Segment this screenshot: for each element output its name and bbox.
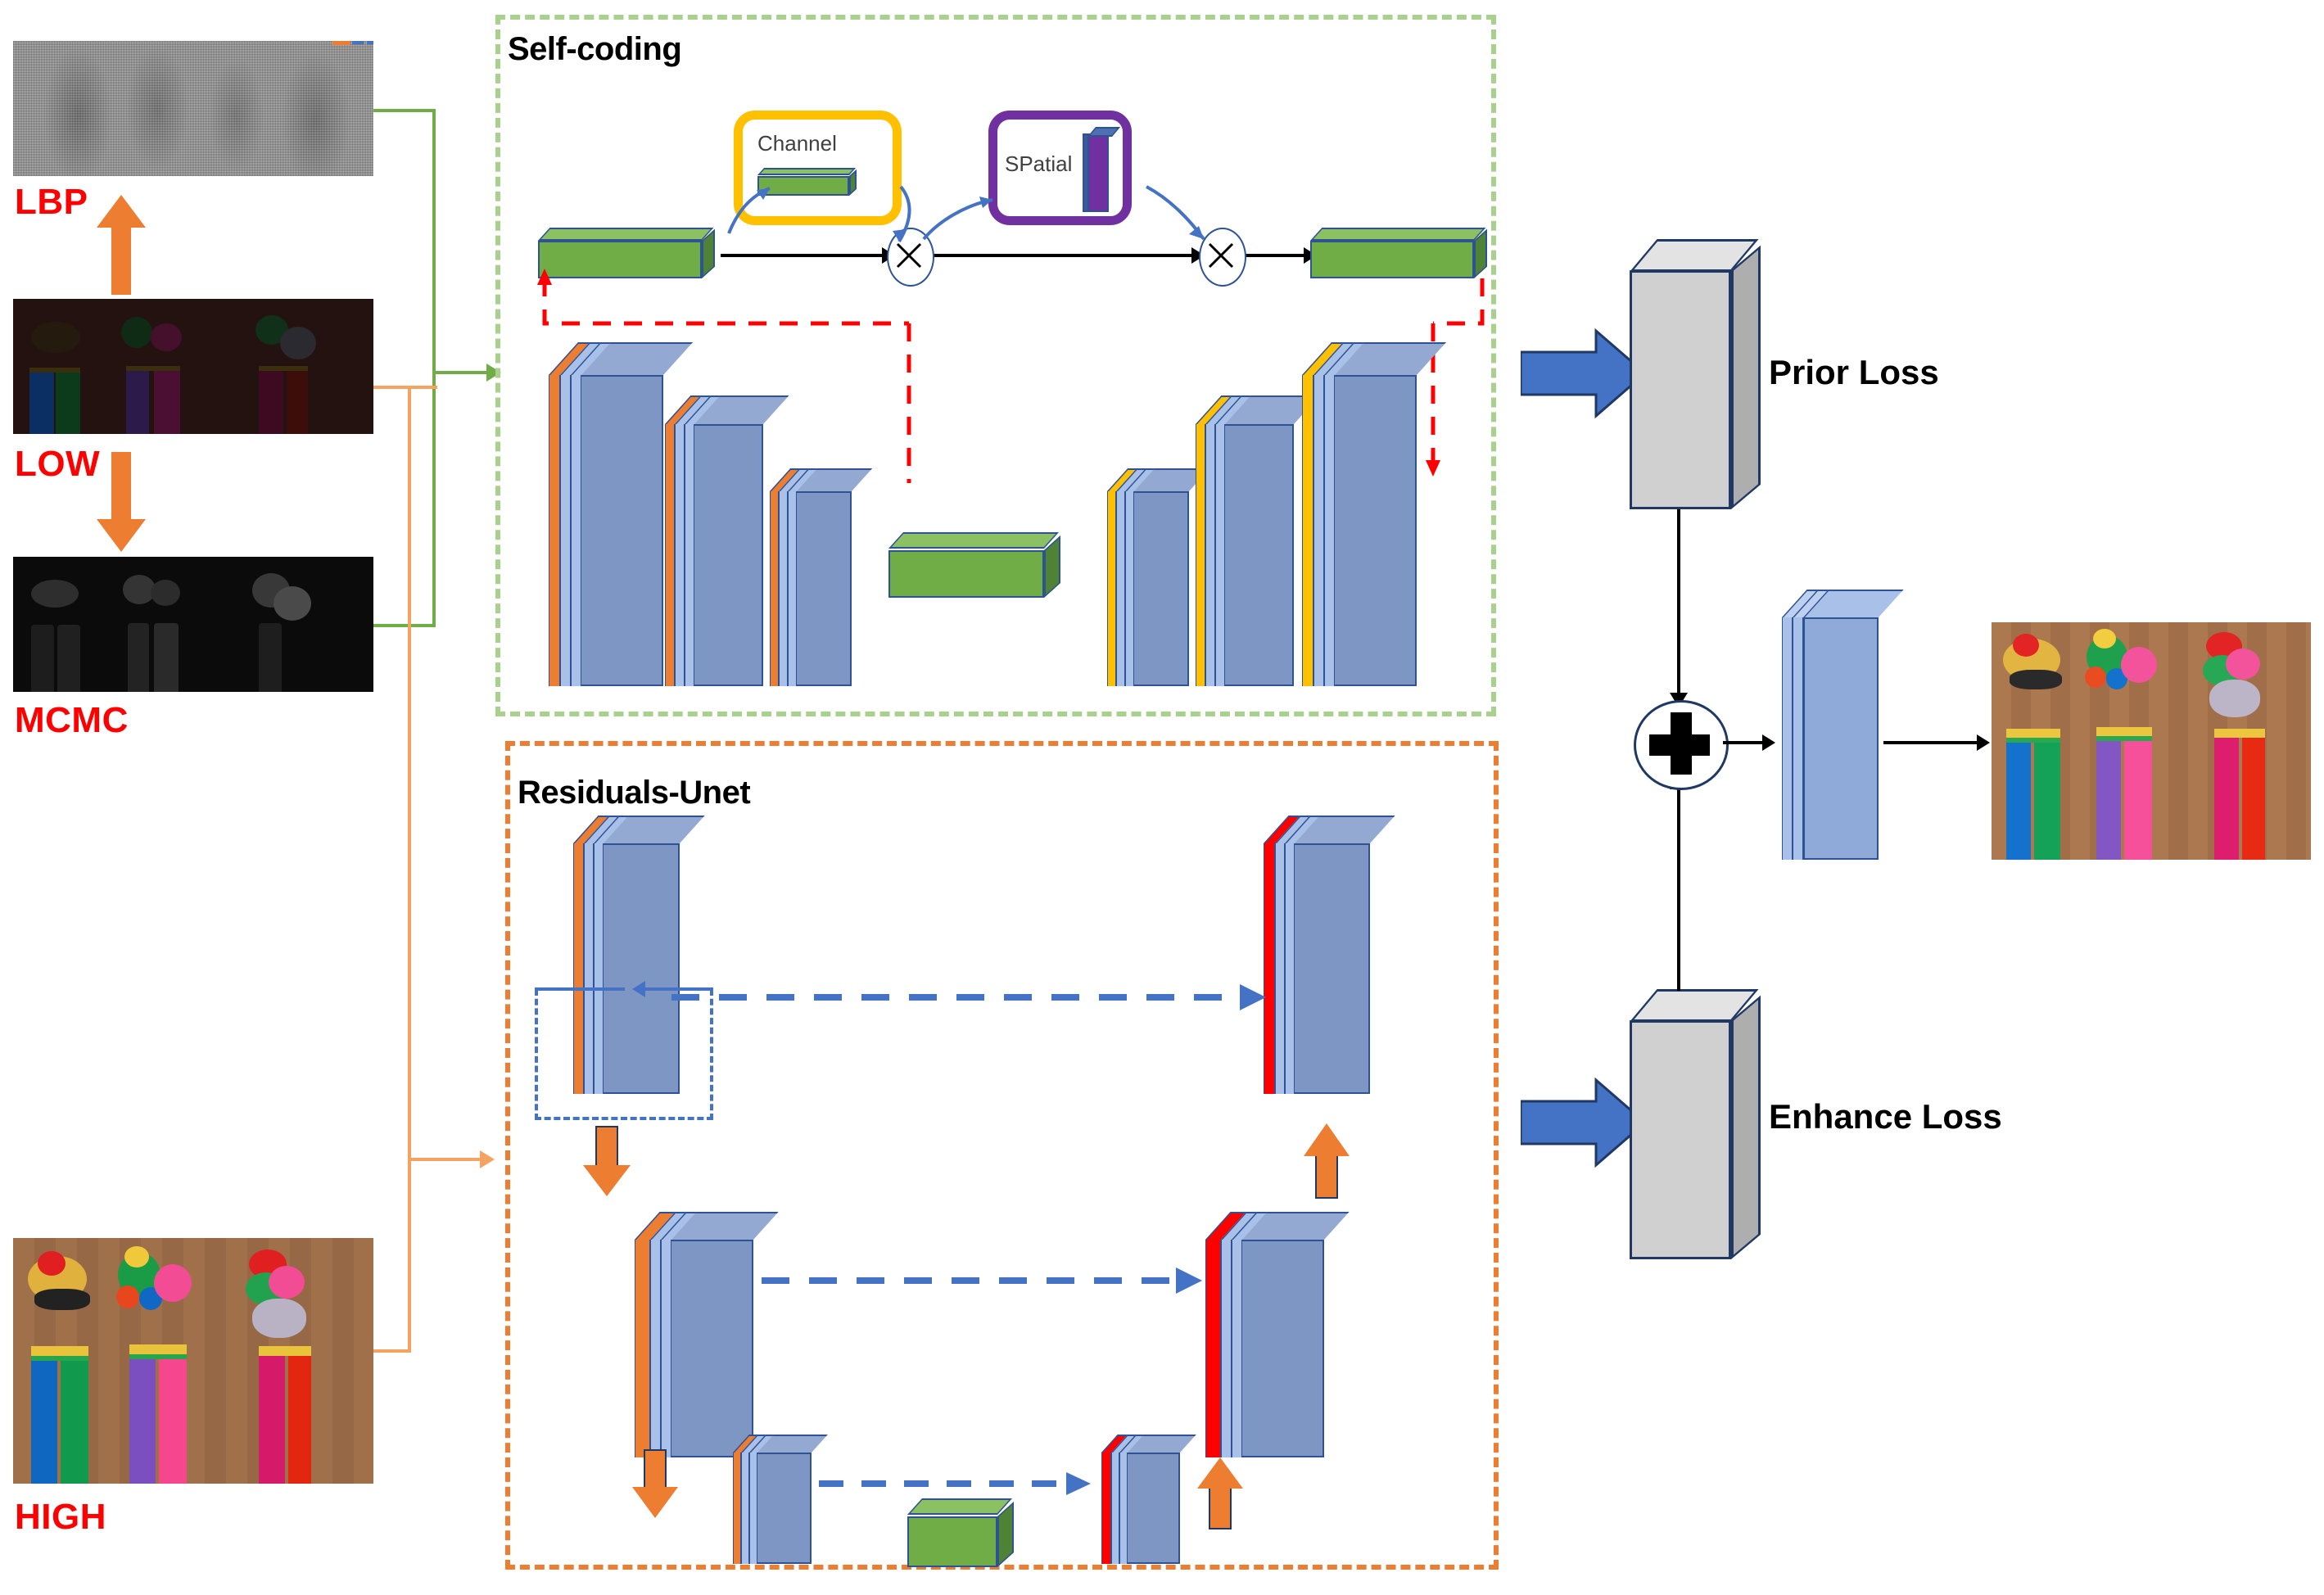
enhance-loss-input-arrow <box>1521 1077 1648 1168</box>
enhance-loss-block <box>1630 989 1761 1259</box>
selfcoding-encoder-slab-1 <box>549 342 694 686</box>
residual-box-top-right-seg <box>644 987 713 991</box>
enhance-loss-label: Enhance Loss <box>1769 1097 2002 1136</box>
selfcoding-decoder-slab-3 <box>1302 342 1447 686</box>
residuals-unet-title: Residuals-Unet <box>518 775 751 811</box>
residuals-decoder-slab-2 <box>1205 1212 1350 1457</box>
channel-attention-inner-bar <box>757 168 862 196</box>
residual-box-arrowhead <box>632 981 645 997</box>
prior-loss-label: Prior Loss <box>1769 353 1939 391</box>
input-label-high: HIGH <box>15 1497 106 1537</box>
residuals-encoder-slab-3 <box>733 1435 828 1564</box>
merge-to-output-arrowhead <box>1762 734 1775 751</box>
attention-branch-curves <box>727 185 1205 243</box>
wire-orange-arrowhead <box>480 1150 495 1168</box>
input-image-mcmc <box>13 557 373 692</box>
residuals-unet-group-box <box>505 741 1499 1570</box>
upsample-arrow-2 <box>1304 1123 1350 1199</box>
wire-mcmc-to-selfcoding <box>373 624 436 627</box>
residuals-encoder-slab-1 <box>573 816 705 1094</box>
merge-add-node <box>1634 700 1729 790</box>
residuals-encoder-slab-2 <box>635 1212 779 1457</box>
prior-to-merge-line <box>1677 509 1680 696</box>
multiply-node-spatial <box>1199 228 1246 287</box>
input-label-mcmc: MCMC <box>15 700 129 740</box>
residuals-skip-connections <box>671 984 1266 1495</box>
residuals-decoder-slab-1 <box>1264 816 1395 1094</box>
downsample-arrow-2 <box>632 1449 678 1518</box>
input-image-lbp <box>13 41 373 176</box>
self-coding-title: Self-coding <box>508 31 682 67</box>
self-coding-group-box <box>495 15 1496 716</box>
enhance-to-merge-line <box>1677 788 1680 991</box>
selfcoding-main-line-2 <box>931 254 1193 257</box>
residuals-decoder-slab-3 <box>1101 1435 1196 1564</box>
selfcoding-encoder-slab-3 <box>770 468 873 686</box>
residual-connection-box <box>535 989 713 1120</box>
output-featuremap-slab <box>1782 590 1904 860</box>
wire-lbp-to-selfcoding <box>373 109 436 112</box>
wire-high-to-residuals <box>373 1349 411 1353</box>
selfcoding-encoder-slab-2 <box>665 395 789 686</box>
channel-attention-label: Channel <box>757 131 837 156</box>
input-label-lbp: LBP <box>15 182 88 222</box>
selfcoding-main-line-3 <box>1243 254 1305 257</box>
selfcoding-decoder-slab-2 <box>1196 395 1320 686</box>
input-label-low: LOW <box>15 444 101 484</box>
arrow-low-to-mcmc <box>97 452 146 552</box>
residuals-bottleneck <box>907 1498 1018 1567</box>
arrow-low-to-lbp <box>97 195 146 295</box>
wire-low-vertical <box>408 386 411 1159</box>
wire-orange-into-residuals <box>408 1158 483 1161</box>
output-image-arrowhead <box>1977 734 1990 751</box>
spatial-attention-inner-slab <box>1083 127 1121 212</box>
spatial-attention-label: SPatial <box>1005 151 1073 176</box>
input-image-high <box>13 1238 373 1484</box>
upsample-arrow-1 <box>1197 1457 1243 1529</box>
wire-green-into-selfcoding <box>432 371 488 374</box>
wire-mcmc-vertical <box>432 373 436 627</box>
selfcoding-bottleneck <box>888 532 1070 598</box>
prior-loss-input-arrow <box>1521 328 1648 419</box>
wire-high-vertical <box>408 1159 411 1353</box>
selfcoding-main-line-1 <box>721 254 884 257</box>
residual-box-top-left-seg <box>535 987 625 991</box>
selfcoding-decoder-slab-1 <box>1107 468 1210 686</box>
downsample-arrow-1 <box>583 1126 631 1196</box>
selfcoding-red-skip-path <box>537 269 1485 483</box>
output-slab-to-image-line <box>1883 741 1980 744</box>
wire-low-to-residuals <box>373 386 437 389</box>
selfcoding-output-featuremap <box>1310 228 1499 278</box>
wire-lbp-vertical <box>432 109 436 373</box>
prior-loss-block <box>1630 239 1761 509</box>
input-image-low <box>13 299 373 434</box>
merge-to-output-line <box>1723 741 1766 744</box>
output-image-enhanced <box>1992 622 2311 860</box>
selfcoding-input-featuremap <box>538 228 726 278</box>
